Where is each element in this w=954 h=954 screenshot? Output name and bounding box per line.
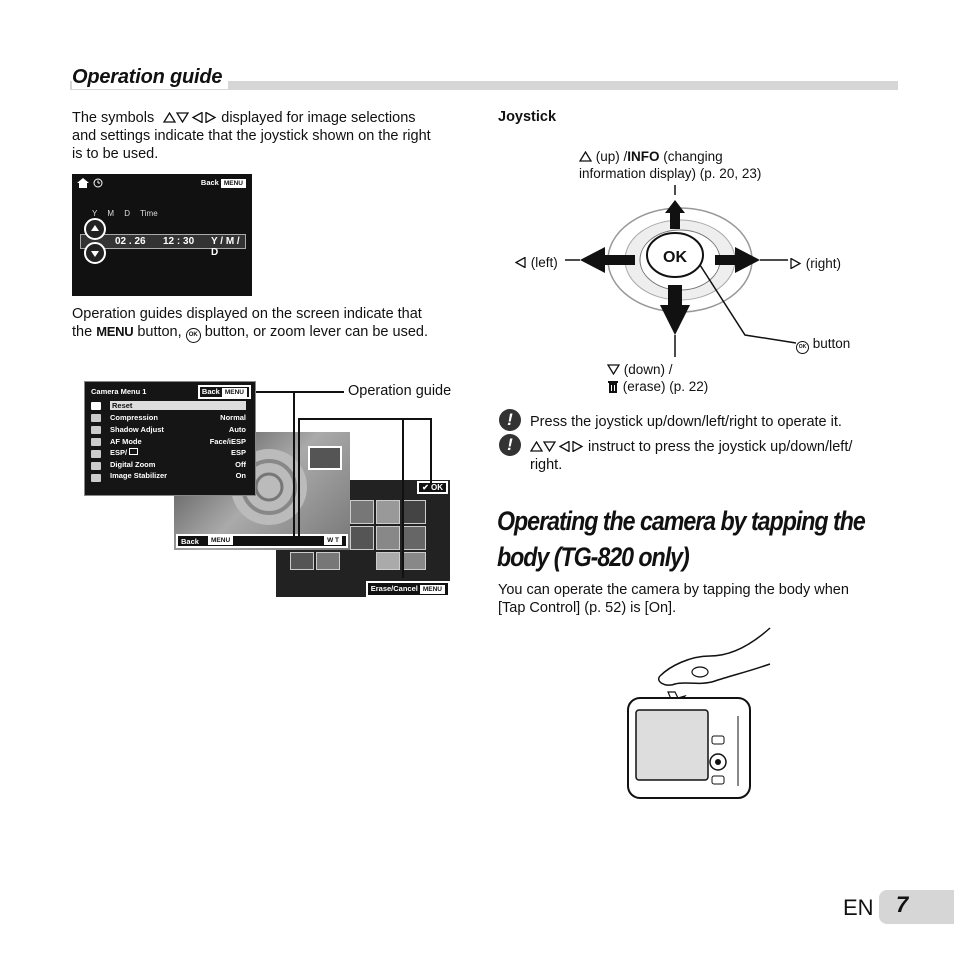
scene-icon [91, 426, 101, 434]
joystick-title: Joystick [498, 109, 557, 125]
camera-icon [91, 402, 101, 410]
date-value-row: 02 . 26 12 : 30 Y / M / D [80, 234, 246, 258]
triangle-left-icon [191, 112, 203, 123]
setup-icon [91, 462, 101, 470]
camera-icon [91, 414, 101, 422]
callout-line [430, 418, 432, 484]
note-1: Press the joystick up/down/left/right to… [530, 414, 842, 430]
triangle-left-icon [514, 257, 526, 268]
warning-icon: ! [499, 409, 521, 431]
ok-button-icon: OK [185, 328, 201, 343]
triangle-right-icon [572, 441, 584, 452]
callout-line [402, 418, 404, 578]
date-columns: Y M D Time [92, 209, 158, 218]
section-title: Operation guide [72, 66, 229, 89]
ok-button-icon: OK [796, 341, 809, 354]
clock-icon [93, 178, 103, 188]
page-number-box [879, 890, 954, 924]
joystick-ok-label: OK button [796, 335, 850, 354]
joystick-up-label: (up) /INFO (changing information display… [579, 149, 762, 181]
language-label: EN [843, 895, 874, 920]
triangle-right-icon [205, 112, 217, 123]
note-2: instruct to press the joystick up/down/l… [530, 439, 853, 473]
time-value: 12 : 30 [163, 236, 195, 247]
joystick-left-label: (left) [514, 254, 558, 271]
triangle-right-icon [790, 258, 802, 269]
date-value: 02 . 26 [115, 236, 146, 247]
joystick-diagram: OK [565, 185, 797, 357]
joystick-down-label: (down) / (erase) (p. 22) [607, 361, 708, 395]
triangle-down-icon [543, 441, 556, 452]
menu-row-reset: Reset [110, 401, 246, 410]
ok-guide: ✔ OK [417, 481, 448, 494]
menu-row: ESP/ ESP [110, 448, 246, 457]
triangle-up-icon [530, 441, 543, 452]
back-guide: Back MENU W T [176, 534, 348, 548]
tapping-title: Operating the camera by tapping the body… [497, 506, 866, 572]
triangle-down-icon [176, 112, 190, 123]
callout-line [298, 418, 300, 539]
menu-button-word: MENU [96, 324, 134, 339]
camera-menu-title: Camera Menu 1 [91, 387, 147, 396]
triangle-down-icon [607, 364, 620, 375]
home-icon [77, 178, 89, 188]
heading-bar [70, 81, 898, 90]
down-arrow-circle [84, 242, 106, 264]
callout-line [256, 391, 344, 393]
intro-paragraph: The symbols displayed for image selectio… [72, 110, 431, 162]
esp-icon [129, 448, 139, 455]
joystick-right-label: (right) [789, 255, 841, 272]
format-value: Y / M / D [211, 236, 240, 258]
tapping-body: You can operate the camera by tapping th… [498, 582, 849, 616]
setup-icon [91, 450, 101, 458]
warning-icon: ! [499, 434, 521, 456]
setup-icon [91, 474, 101, 482]
triangle-up-icon [163, 112, 177, 123]
page-number: 7 [896, 892, 909, 917]
playback-icon [91, 438, 101, 446]
menu-badge: MENU [220, 179, 246, 188]
joystick-ok-text: OK [663, 249, 687, 266]
callout-line [293, 391, 295, 539]
triangle-left-icon [558, 441, 570, 452]
operation-guide-label: Operation guide [348, 383, 452, 399]
callout-line [298, 418, 432, 420]
trash-icon [608, 381, 618, 393]
up-arrow-circle [84, 218, 106, 240]
zoom-frame [308, 446, 342, 470]
triangle-up-icon [579, 151, 592, 162]
camera-tap-illustration [627, 627, 771, 799]
guides-paragraph: Operation guides displayed on the screen… [72, 305, 472, 343]
